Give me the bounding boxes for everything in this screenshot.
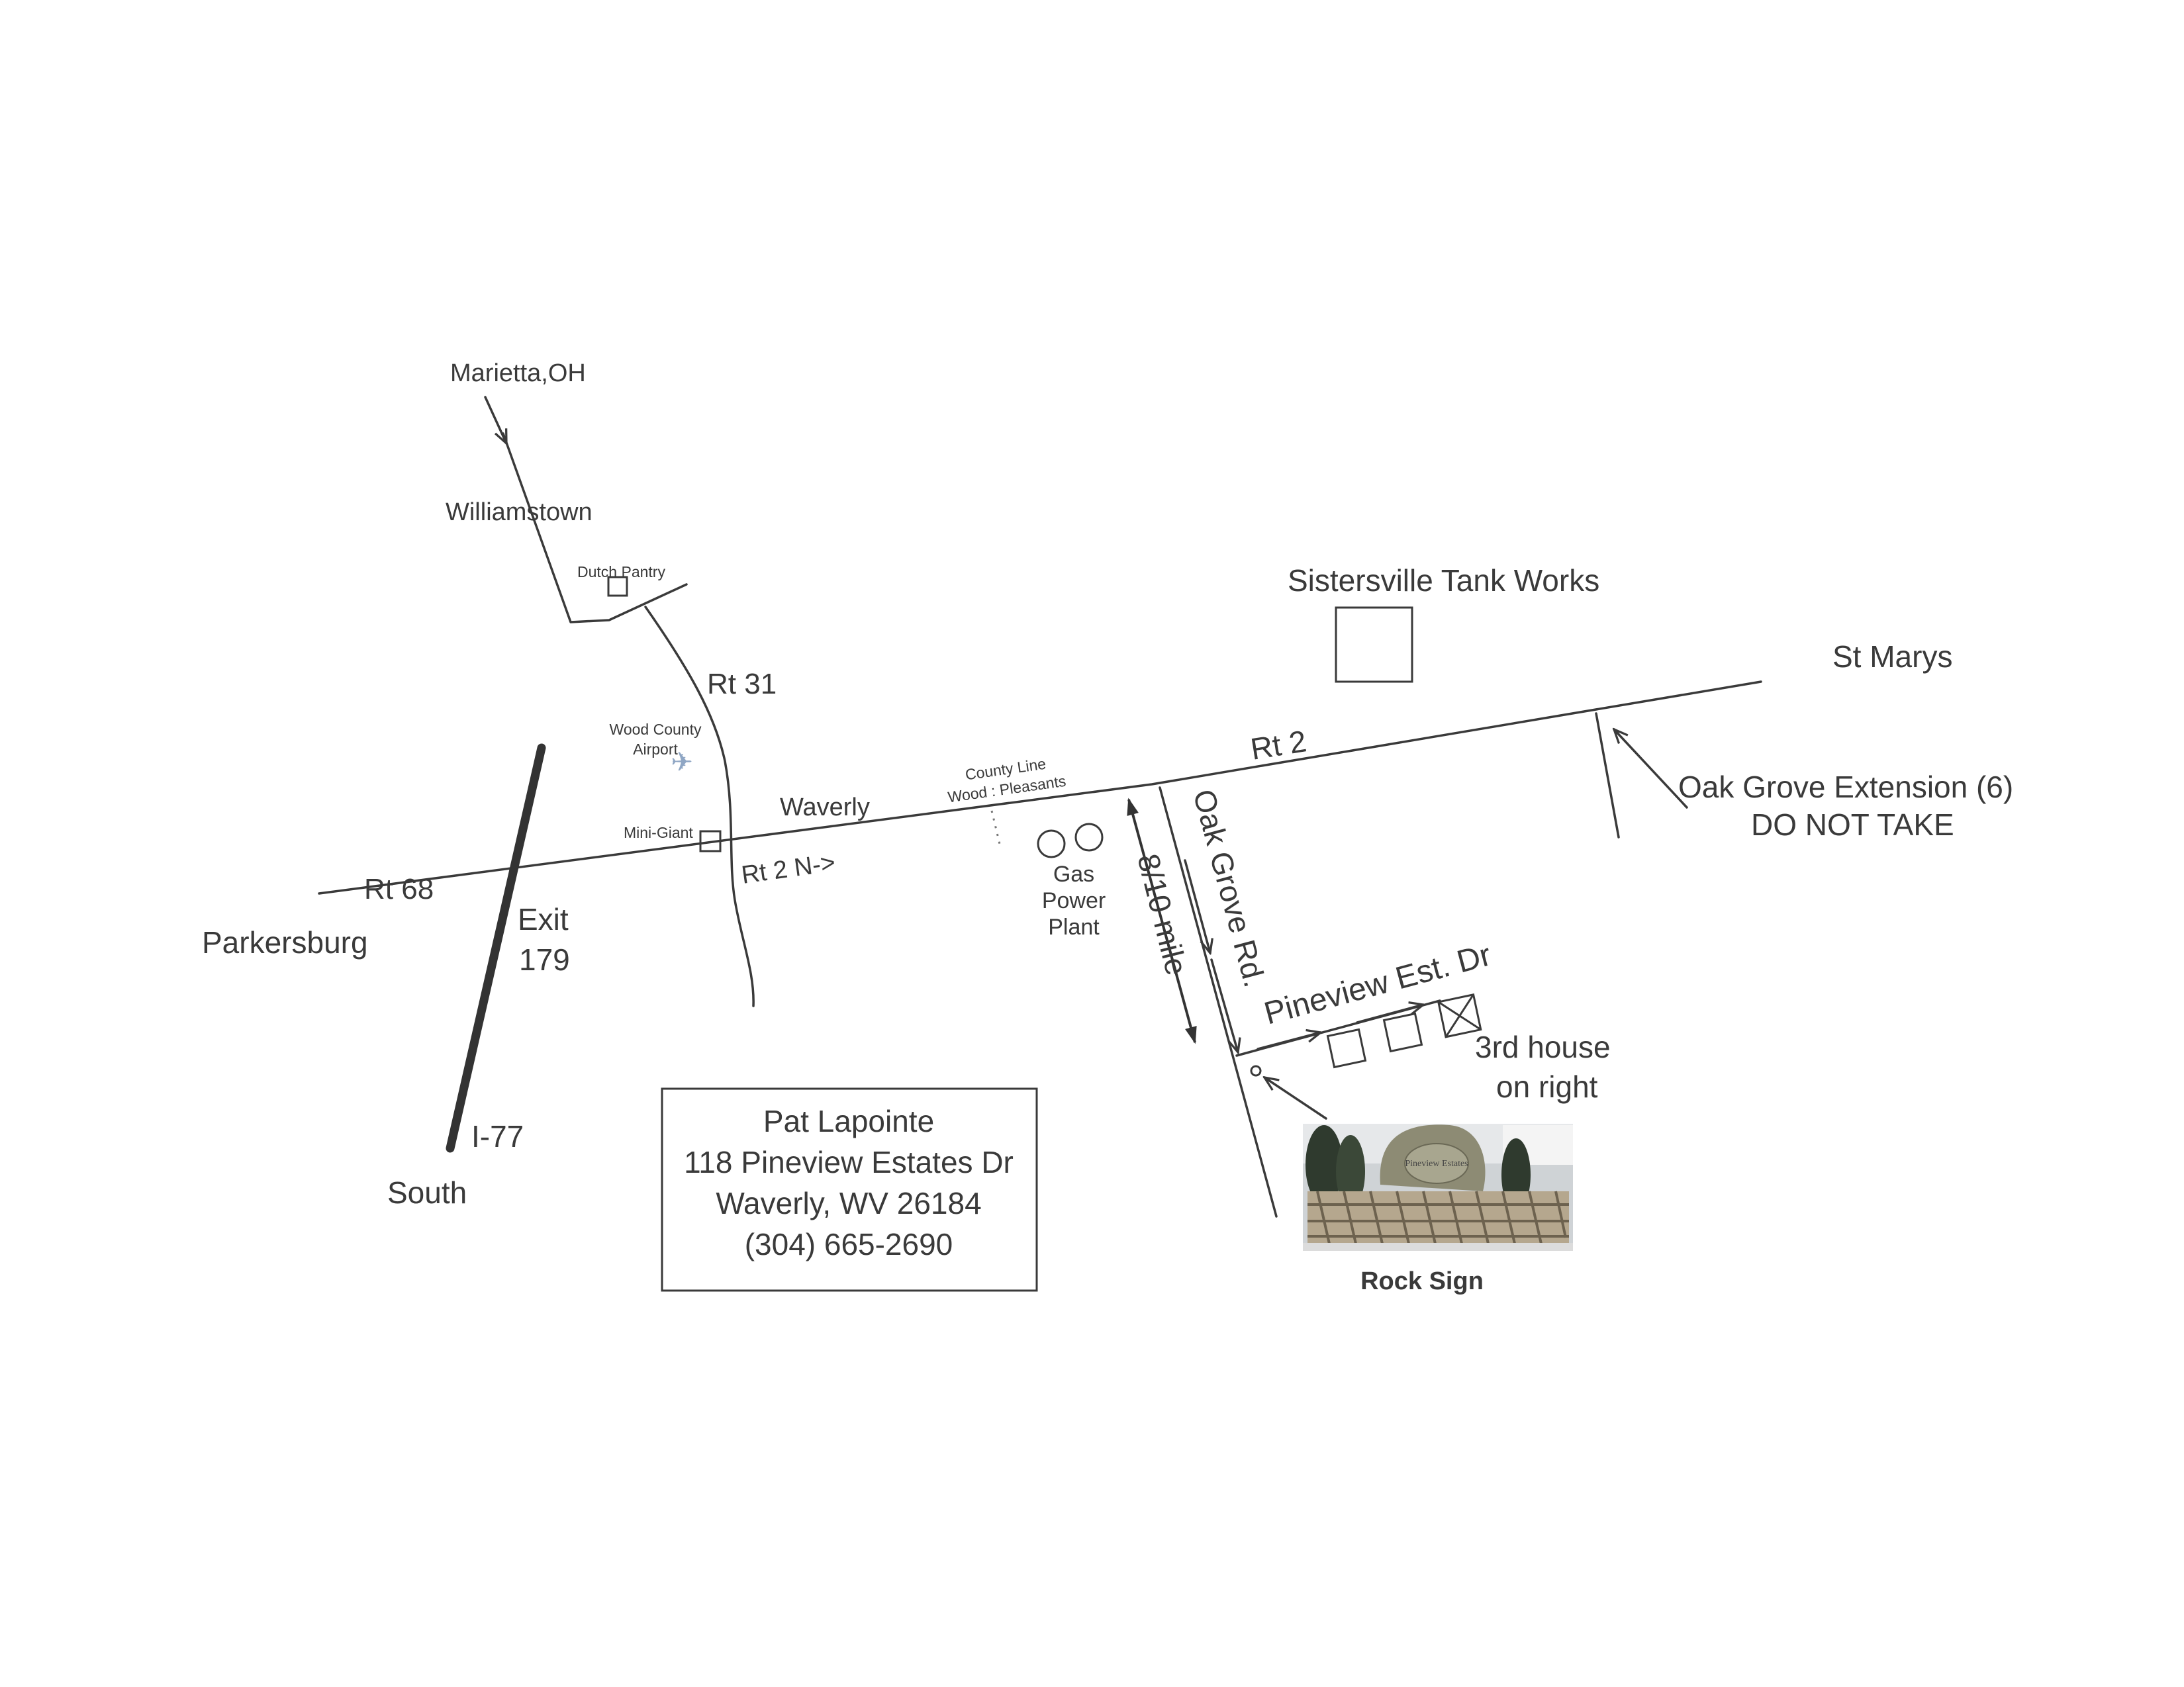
rt2-road — [318, 680, 1762, 895]
address-street: 118 Pineview Estates Dr — [684, 1145, 1014, 1179]
rock-sign-photo: Pineview Estates — [1303, 1124, 1573, 1251]
third-house-label-line2: on right — [1496, 1070, 1598, 1104]
st-marys-label: St Marys — [1832, 639, 1952, 674]
address-city: Waverly, WV 26184 — [716, 1186, 981, 1220]
third-house-label-line1: 3rd house — [1475, 1030, 1611, 1064]
exit-label-line2: 179 — [519, 942, 570, 977]
rock-sign-caption: Rock Sign — [1360, 1267, 1484, 1295]
rock-sign-inscription: Pineview Estates — [1405, 1159, 1468, 1169]
oak-grove-direction-arrow — [1184, 859, 1210, 953]
airport-icon: ✈ — [671, 748, 693, 777]
marietta-label: Marietta,OH — [450, 359, 586, 387]
waverly-label: Waverly — [780, 794, 870, 821]
house-2 — [1382, 1012, 1423, 1053]
address-phone: (304) 665-2690 — [745, 1227, 953, 1261]
gas-plant-tank-2 — [1074, 823, 1104, 852]
rt31-label: Rt 31 — [707, 668, 777, 700]
airport-label-line1: Wood County — [610, 721, 702, 738]
rock-sign-location-marker — [1250, 1065, 1262, 1077]
rock-sign-pointer-arrow — [1264, 1077, 1327, 1120]
oak-grove-direction-arrow-2 — [1210, 958, 1238, 1052]
gas-plant-label-line2: Power — [1042, 888, 1106, 913]
gas-plant-label-line1: Gas — [1053, 862, 1094, 887]
parkersburg-label: Parkersburg — [202, 925, 368, 960]
house-1 — [1326, 1028, 1367, 1069]
destination-house-icon — [1437, 993, 1482, 1038]
rt2n-label: Rt 2 N-> — [739, 848, 837, 889]
exit-label-line1: Exit — [518, 902, 569, 936]
oak-grove-extension-label-line2: DO NOT TAKE — [1751, 807, 1954, 842]
mini-giant-label: Mini-Giant — [624, 824, 693, 841]
rt31-south-road — [644, 606, 755, 1007]
oak-grove-extension-label-line1: Oak Grove Extension (6) — [1678, 770, 2013, 804]
williamstown-label: Williamstown — [446, 498, 593, 526]
address-box — [661, 1087, 1038, 1292]
airport-label-line2: Airport — [633, 741, 678, 758]
county-line-marker — [990, 810, 1001, 844]
i77-highway — [446, 743, 546, 1153]
dutch-pantry-building — [607, 576, 628, 597]
oak-grove-extension-road — [1595, 712, 1620, 839]
oak-grove-rd-label: Oak Grove Rd. — [1186, 786, 1272, 991]
pineview-arrow-1 — [1257, 1032, 1321, 1050]
rt68-label: Rt 68 — [364, 873, 434, 905]
pineview-arrow-2 — [1356, 1005, 1423, 1024]
address-name: Pat Lapointe — [763, 1104, 934, 1138]
rt31-road — [502, 432, 688, 623]
oak-grove-extension-arrow — [1614, 729, 1688, 809]
sistersville-label: Sistersville Tank Works — [1288, 563, 1599, 598]
south-label: South — [387, 1175, 467, 1210]
dutch-pantry-label: Dutch Pantry — [577, 563, 665, 580]
gas-plant-label-line3: Plant — [1048, 915, 1100, 940]
sistersville-building — [1335, 606, 1413, 683]
i77-label: I-77 — [471, 1119, 524, 1154]
distance-arrow — [1127, 798, 1197, 1044]
distance-label: 8/10 mile — [1131, 850, 1194, 979]
gas-plant-tank-1 — [1037, 829, 1066, 858]
